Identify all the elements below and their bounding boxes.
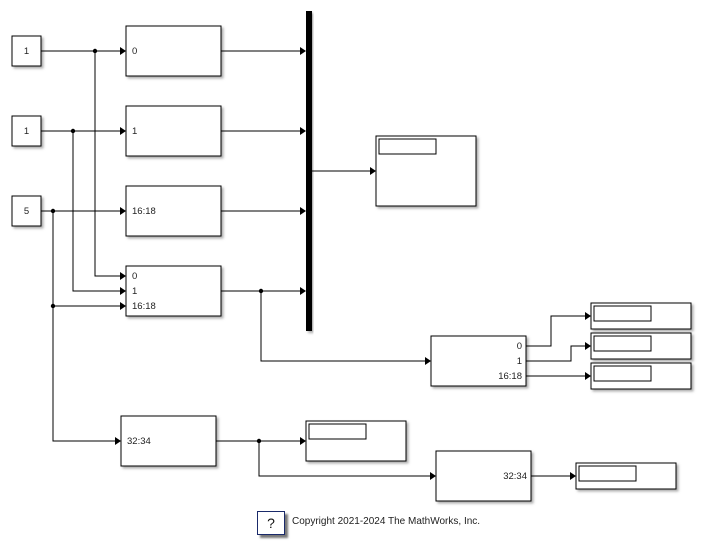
display-value-field [593,335,652,352]
constant-block-1a[interactable]: 1 [11,35,42,67]
mux-block[interactable] [306,11,312,331]
constant-value: 5 [24,206,29,217]
signal-line [52,211,120,307]
port-label: 0 [517,341,522,352]
display-value-field [593,305,652,322]
signal-line [260,291,425,362]
port-label: 1 [132,286,137,297]
port-label: 1 [132,126,137,137]
display-block-mux[interactable] [375,135,477,207]
signal-line [52,306,115,442]
constant-value: 1 [24,46,29,57]
subsystem-block-1[interactable]: 1 [125,105,222,157]
signal-line [94,51,120,277]
bus-selector-block[interactable]: 0 1 16:18 [430,335,527,387]
port-label: 16:18 [132,206,156,217]
help-button[interactable]: ? [257,511,285,535]
port-label: 32:34 [503,471,527,482]
signal-line [526,345,585,362]
port-label: 16:18 [498,371,522,382]
signal-line [258,441,430,477]
display-block-1[interactable] [590,332,692,360]
signal-lines [41,50,585,477]
display-value-field [593,365,652,382]
signal-line [526,315,585,347]
port-label: 0 [132,46,137,57]
constant-block-5[interactable]: 5 [11,195,42,227]
subsystem-block-32-34[interactable]: 32:34 [120,415,217,467]
port-label: 16:18 [132,301,156,312]
subsystem-block-multi[interactable]: 0 1 16:18 [125,265,222,317]
signal-line [72,131,120,292]
display-block-0[interactable] [590,302,692,330]
copyright-text: Copyright 2021-2024 The MathWorks, Inc. [292,516,481,527]
port-label: 32:34 [127,436,151,447]
constant-value: 1 [24,126,29,137]
display-value-field [378,138,437,155]
port-label: 0 [132,271,137,282]
display-block-32-34-b[interactable] [575,462,677,490]
branch-points [50,48,264,444]
arrowheads [115,47,591,480]
display-value-field [308,423,367,440]
port-label: 1 [517,356,522,367]
display-block-16-18[interactable] [590,362,692,390]
bus-selector-block-2[interactable]: 32:34 [435,450,532,502]
display-value-field [578,465,637,482]
subsystem-block-0[interactable]: 0 [125,25,222,77]
subsystem-block-16-18[interactable]: 16:18 [125,185,222,237]
display-block-32-34-a[interactable] [305,420,407,462]
constant-block-1b[interactable]: 1 [11,115,42,147]
